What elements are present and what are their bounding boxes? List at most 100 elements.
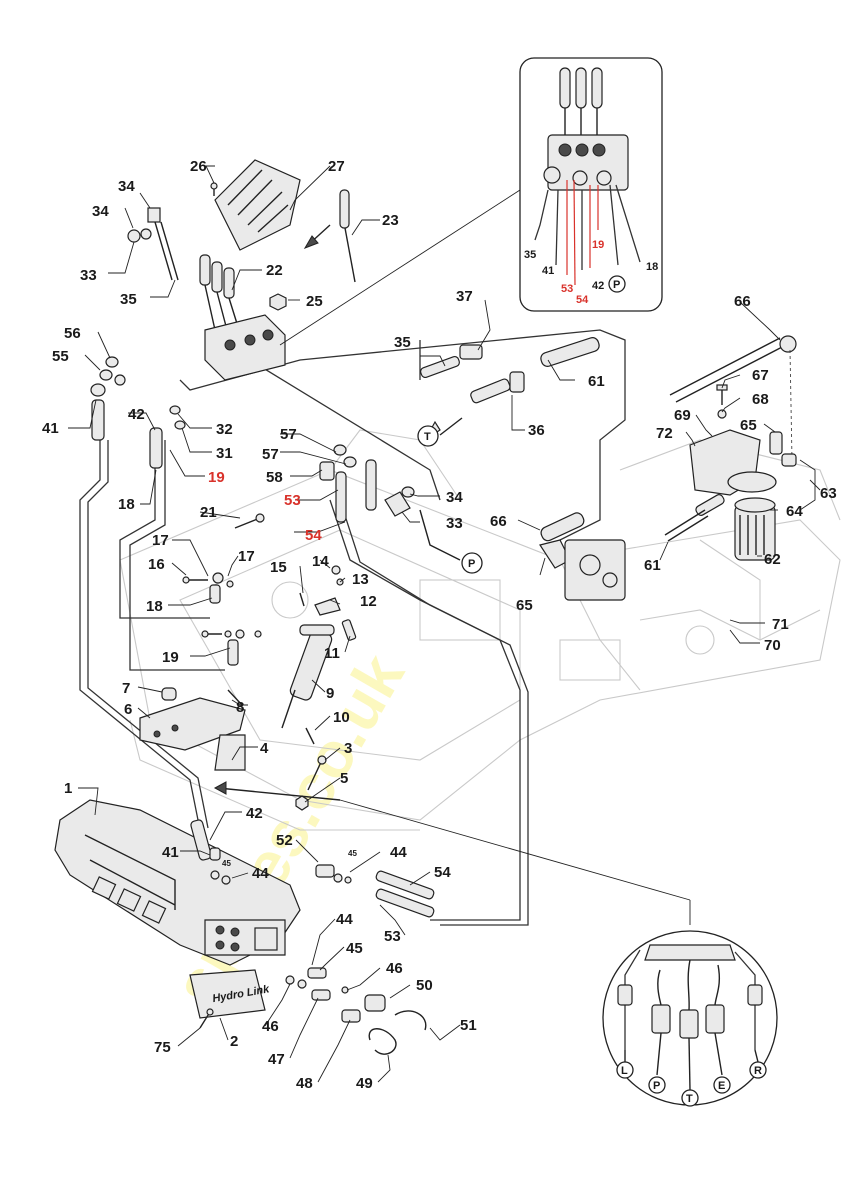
- leader-lines: [68, 165, 821, 1083]
- fittings-right-upper: [420, 337, 600, 441]
- label-62: 62: [764, 551, 781, 568]
- port-l-label: L: [621, 1065, 628, 1077]
- part-23-lever: [339, 189, 356, 283]
- label-72: 72: [656, 425, 673, 442]
- label-41-a: 41: [42, 420, 59, 437]
- label-8: 8: [236, 699, 244, 716]
- label-10: 10: [333, 709, 350, 726]
- port-p2-label: P: [653, 1080, 660, 1092]
- label-19-a: 19: [208, 469, 225, 486]
- part-21-bolt: [234, 513, 265, 529]
- port-p-marker: [461, 552, 483, 574]
- inset-label-53: 53: [561, 283, 573, 295]
- label-54-a: 54: [305, 527, 322, 544]
- part-10-pin: [305, 727, 315, 745]
- part-26-screw: [210, 182, 218, 196]
- inset-port-p-label: P: [613, 279, 620, 291]
- label-57-b: 57: [262, 446, 279, 463]
- label-19-b: 19: [162, 649, 179, 666]
- fittings-left: [90, 356, 186, 469]
- part-75-screw: [199, 1008, 214, 1029]
- label-67: 67: [752, 367, 769, 384]
- port-p-label: P: [468, 558, 475, 570]
- label-33-a: 33: [80, 267, 97, 284]
- label-56: 56: [64, 325, 81, 342]
- part-22-control-valve: [199, 254, 286, 381]
- port-r-marker: [749, 1061, 767, 1079]
- label-35-b: 35: [394, 334, 411, 351]
- inset-label-19: 19: [592, 239, 604, 251]
- label-44-c: 44: [336, 911, 353, 928]
- label-51: 51: [460, 1017, 477, 1034]
- port-t-marker: [417, 425, 439, 447]
- label-42-a: 42: [128, 406, 145, 423]
- label-37: 37: [456, 288, 473, 305]
- port-e-marker: [713, 1076, 731, 1094]
- port-e-label: E: [718, 1080, 725, 1092]
- label-57-a: 57: [280, 426, 297, 443]
- label-33-b: 33: [446, 515, 463, 532]
- label-4: 4: [260, 740, 269, 757]
- inset-label-35: 35: [524, 249, 536, 261]
- arrow-to-front: [217, 787, 341, 801]
- inset-label-42: 42: [592, 280, 604, 292]
- label-16: 16: [148, 556, 165, 573]
- port-t2-marker: [681, 1089, 699, 1107]
- label-68: 68: [752, 391, 769, 408]
- label-65-b: 65: [516, 597, 533, 614]
- label-17-b: 17: [238, 548, 255, 565]
- label-3: 3: [344, 740, 352, 757]
- label-18-a: 18: [118, 496, 135, 513]
- label-25: 25: [306, 293, 323, 310]
- label-23: 23: [382, 212, 399, 229]
- label-12: 12: [360, 593, 377, 610]
- label-69: 69: [674, 407, 691, 424]
- label-49: 49: [356, 1075, 373, 1092]
- label-44-a: 44: [252, 865, 269, 882]
- label-54-b: 54: [434, 864, 451, 881]
- label-66-a: 66: [734, 293, 751, 310]
- label-42-b: 42: [246, 805, 263, 822]
- part-3-5-bolt-nut: [295, 755, 327, 811]
- inset-label-54: 54: [576, 294, 589, 306]
- label-34-c: 34: [446, 489, 463, 506]
- callouts: 26 27 23 34 34 33 35 22 25 56 55 41 42 3…: [42, 158, 837, 1107]
- label-65-a: 65: [740, 417, 757, 434]
- label-66-b: 66: [490, 513, 507, 530]
- label-15: 15: [270, 559, 287, 576]
- label-55: 55: [52, 348, 69, 365]
- label-32: 32: [216, 421, 233, 438]
- label-63: 63: [820, 485, 837, 502]
- label-46-b: 46: [262, 1018, 279, 1035]
- label-31: 31: [216, 445, 233, 462]
- arrow-to-P: [419, 509, 461, 561]
- label-34-b: 34: [92, 203, 109, 220]
- part-2-cover: Hydro Link: [189, 969, 271, 1019]
- part-35-rod: [127, 207, 179, 281]
- fittings-center: [319, 444, 415, 523]
- label-48: 48: [296, 1075, 313, 1092]
- label-13: 13: [352, 571, 369, 588]
- label-9: 9: [326, 685, 334, 702]
- label-45-a: 45: [222, 859, 231, 868]
- label-50: 50: [416, 977, 433, 994]
- label-36: 36: [528, 422, 545, 439]
- part-27-lever-gaiter: [214, 159, 301, 251]
- label-61-a: 61: [588, 373, 605, 390]
- filter-assembly: [664, 335, 797, 561]
- label-61-b: 61: [644, 557, 661, 574]
- port-p2-marker: [648, 1076, 666, 1094]
- label-58: 58: [266, 469, 283, 486]
- label-46-a: 46: [386, 960, 403, 977]
- hydraulic-hoses: [79, 329, 626, 926]
- label-44-b: 44: [390, 844, 407, 861]
- label-70: 70: [764, 637, 781, 654]
- label-22: 22: [266, 262, 283, 279]
- label-27: 27: [328, 158, 345, 175]
- label-18-b: 18: [146, 598, 163, 615]
- part-6-bracket: [139, 687, 246, 771]
- port-r-label: R: [754, 1065, 762, 1077]
- label-7: 7: [122, 680, 130, 697]
- label-45-c: 45: [346, 940, 363, 957]
